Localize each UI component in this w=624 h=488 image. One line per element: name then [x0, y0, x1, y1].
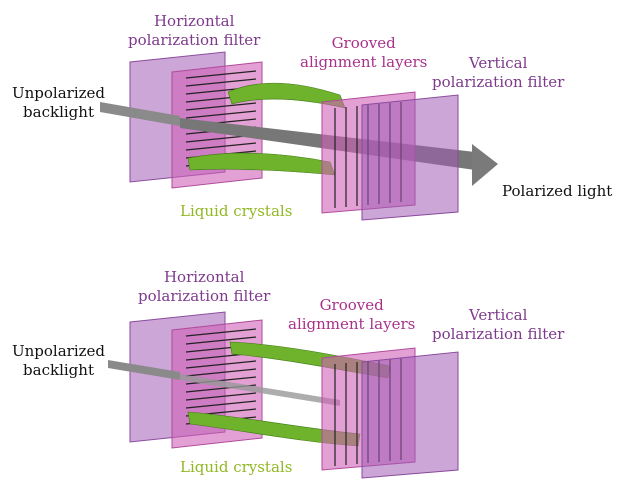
aligned-state-illustration [108, 311, 459, 479]
twisted-state-illustration [100, 51, 498, 221]
unpolarized-backlight-label: Unpolarized backlight [12, 84, 106, 121]
vertical-filter-plate [361, 351, 459, 479]
horizontal-filter-label: Horizontal polarization filter [128, 12, 261, 49]
vertical-filter-label: Vertical polarization filter [432, 54, 565, 91]
liquid-crystals-label: Liquid crystals [180, 458, 293, 476]
liquid-crystals-label: Liquid crystals [180, 202, 293, 220]
blocked-light-ray-icon [108, 360, 340, 406]
unpolarized-backlight-label: Unpolarized backlight [12, 342, 106, 379]
polarized-light-label: Polarized light [502, 182, 613, 200]
grooved-layers-label: Grooved alignment layers [300, 34, 428, 71]
grooved-layers-label: Grooved alignment layers [288, 296, 416, 333]
vertical-filter-label: Vertical polarization filter [432, 306, 565, 343]
aligned-state-diagram: Unpolarized backlight Horizontal polariz… [0, 244, 624, 488]
twisted-crystal-helix-icon [187, 82, 346, 176]
horizontal-filter-label: Horizontal polarization filter [138, 268, 271, 305]
vertical-filter-plate [361, 94, 459, 221]
twisted-state-diagram: Unpolarized backlight Horizontal polariz… [12, 12, 613, 221]
